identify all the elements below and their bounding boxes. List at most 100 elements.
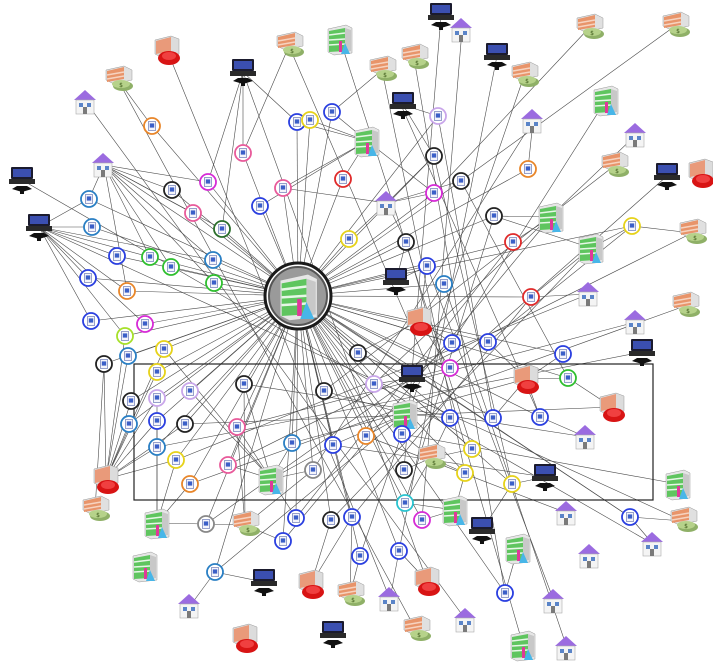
ring-node-red[interactable] [334,170,352,188]
house-icon[interactable] [453,607,477,633]
money-stack-icon[interactable] [232,510,261,537]
ring-node-yellow[interactable] [148,363,166,381]
computer-icon[interactable] [320,621,346,648]
ring-node-green[interactable] [162,258,180,276]
ring-node-pink[interactable] [234,144,252,162]
ring-node-green[interactable] [141,248,159,266]
lab-building-icon[interactable] [538,202,564,234]
ring-node-lime[interactable] [116,327,134,345]
ring-node-yellow[interactable] [456,464,474,482]
red-phone-icon[interactable] [154,35,181,66]
ring-node-blue[interactable] [393,425,411,443]
money-stack-icon[interactable] [670,506,699,533]
ring-node-yellow[interactable] [463,440,481,458]
ring-node-blue[interactable] [418,257,436,275]
ring-node-teal[interactable] [283,434,301,452]
ring-node-blue[interactable] [323,103,341,121]
ring-node-pink[interactable] [184,204,202,222]
ring-node-black[interactable] [397,233,415,251]
ring-node-black[interactable] [315,382,333,400]
lab-building-icon[interactable] [258,464,284,496]
ring-node-teal[interactable] [80,190,98,208]
house-icon[interactable] [91,152,115,178]
ring-node-blue[interactable] [479,333,497,351]
ring-node-teal[interactable] [119,347,137,365]
red-phone-icon[interactable] [688,158,713,189]
ring-node-teal[interactable] [206,563,224,581]
money-stack-icon[interactable] [679,218,708,245]
ring-node-black[interactable] [452,172,470,190]
ring-node-black[interactable] [425,147,443,165]
lab-building-icon[interactable] [665,469,691,501]
house-icon[interactable] [73,89,97,115]
red-phone-icon[interactable] [414,566,441,597]
house-icon[interactable] [623,122,647,148]
ring-node-gray[interactable] [304,461,322,479]
ring-node-blue[interactable] [148,412,166,430]
ring-node-red[interactable] [504,233,522,251]
ring-node-pink[interactable] [219,456,237,474]
ring-node-black[interactable] [163,181,181,199]
computer-icon[interactable] [469,517,495,544]
lab-building-icon[interactable] [327,24,353,56]
money-stack-icon[interactable] [276,31,305,58]
ring-node-black[interactable] [395,461,413,479]
ring-node-magenta[interactable] [413,511,431,529]
money-stack-icon[interactable] [401,43,430,70]
ring-node-magenta[interactable] [199,173,217,191]
house-icon[interactable] [520,108,544,134]
house-icon[interactable] [374,190,398,216]
ring-node-green[interactable] [559,369,577,387]
ring-node-pink[interactable] [228,418,246,436]
ring-node-yellow[interactable] [155,340,173,358]
ring-node-lilac[interactable] [429,107,447,125]
computer-icon[interactable] [428,3,454,30]
ring-node-pink[interactable] [274,179,292,197]
ring-node-teal[interactable] [204,251,222,269]
ring-node-black[interactable] [122,392,140,410]
money-stack-icon[interactable] [337,580,366,607]
ring-node-orange[interactable] [357,427,375,445]
house-icon[interactable] [623,309,647,335]
money-stack-icon[interactable] [662,11,691,38]
ring-node-magenta[interactable] [441,359,459,377]
red-phone-icon[interactable] [599,392,626,423]
ring-node-cyan[interactable] [396,494,414,512]
ring-node-darkgreen[interactable] [213,220,231,238]
ring-node-blue[interactable] [554,345,572,363]
money-stack-icon[interactable] [105,65,134,92]
ring-node-lilac[interactable] [365,375,383,393]
house-icon[interactable] [554,500,578,526]
ring-node-yellow[interactable] [340,230,358,248]
house-icon[interactable] [640,531,664,557]
ring-node-black[interactable] [322,511,340,529]
computer-icon[interactable] [9,167,35,194]
house-icon[interactable] [177,593,201,619]
ring-node-orange[interactable] [118,282,136,300]
ring-node-magenta[interactable] [136,315,154,333]
ring-node-blue[interactable] [343,508,361,526]
lab-building-icon[interactable] [505,533,531,565]
computer-icon[interactable] [629,339,655,366]
ring-node-blue[interactable] [82,312,100,330]
ring-node-blue[interactable] [531,408,549,426]
ring-node-yellow[interactable] [301,111,319,129]
lab-building-icon[interactable] [392,399,418,431]
money-stack-icon[interactable] [672,291,701,318]
lab-building-icon[interactable] [578,233,604,265]
computer-icon[interactable] [251,569,277,596]
ring-node-magenta[interactable] [425,184,443,202]
house-icon[interactable] [541,588,565,614]
house-icon[interactable] [554,635,578,661]
ring-node-orange[interactable] [143,117,161,135]
ring-node-black[interactable] [95,355,113,373]
ring-node-blue[interactable] [390,542,408,560]
ring-node-blue[interactable] [441,409,459,427]
ring-node-red[interactable] [522,288,540,306]
lab-building-icon[interactable] [442,495,468,527]
ring-node-blue[interactable] [287,509,305,527]
money-stack-icon[interactable] [418,443,447,470]
computer-icon[interactable] [230,59,256,86]
selection-rectangle[interactable] [133,363,654,501]
